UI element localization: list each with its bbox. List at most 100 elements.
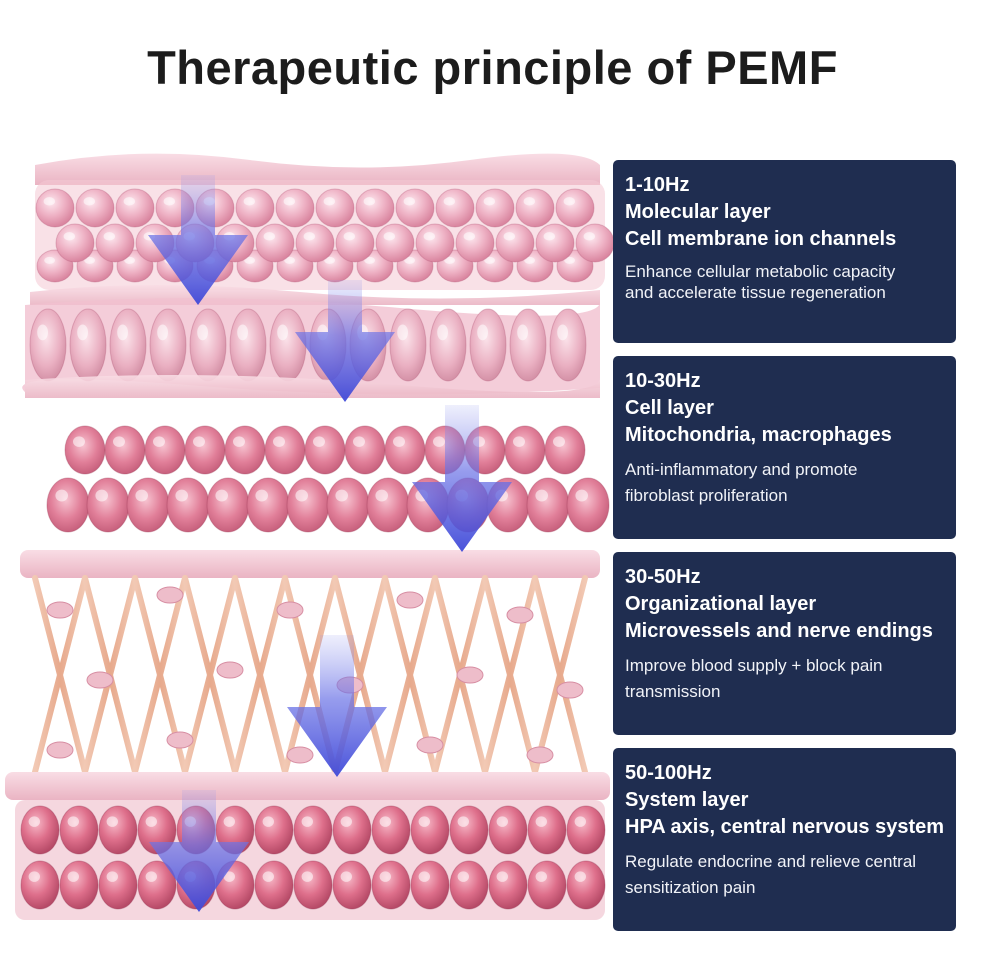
cell-sphere-icon (115, 188, 155, 228)
molecular-layer-graphic (30, 153, 615, 305)
cell-highlight (340, 871, 352, 882)
oval-cell-icon (189, 308, 227, 382)
cell-highlight (379, 816, 391, 827)
cell-highlight (463, 232, 475, 241)
cell-sphere-icon (415, 223, 455, 263)
floating-cell-icon (556, 681, 584, 699)
oval-cell-icon (549, 308, 587, 382)
cell-highlight (564, 256, 575, 264)
cell-sphere-icon (55, 223, 95, 263)
cell-sphere-icon (35, 188, 75, 228)
cell-highlight (335, 489, 349, 502)
cell-highlight (313, 436, 325, 447)
cell-sphere-icon (126, 477, 170, 533)
layer-target: Mitochondria, macrophages (625, 424, 892, 446)
cell-sphere-icon (64, 425, 106, 475)
frequency-label: 1-10Hz (625, 174, 690, 196)
fiber-strand (32, 575, 88, 775)
cell-sphere-icon (315, 188, 355, 228)
floating-cell-icon (46, 601, 74, 619)
cell-highlight (103, 232, 116, 241)
cell-sphere-icon (264, 425, 306, 475)
page-title: Therapeutic principle of PEMF (147, 41, 838, 94)
cell-sphere-icon (495, 223, 535, 263)
oval-cell-icon (509, 308, 547, 382)
cell-sphere-icon (527, 805, 567, 855)
cell-highlight (444, 256, 455, 264)
cell-highlight (83, 197, 96, 206)
cell-sphere-icon (275, 188, 315, 228)
cell-sphere-icon (488, 805, 528, 855)
layer-target: HPA axis, central nervous system (625, 816, 945, 838)
cell-highlight (574, 816, 586, 827)
cell-sphere-icon (566, 805, 606, 855)
arrow-down-icon (295, 280, 395, 402)
layer-name: Cell layer (625, 397, 714, 419)
cell-highlight (123, 197, 135, 206)
cell-sphere-icon (527, 860, 567, 910)
floating-cell-icon (216, 661, 244, 679)
cell-highlight (43, 197, 55, 206)
arrows-group (148, 175, 512, 912)
floating-cell-icon (286, 746, 314, 764)
layer-description: Regulate endocrine and relieve central s… (625, 852, 917, 897)
cell-highlight (303, 232, 315, 241)
cell-highlight (379, 871, 391, 882)
cell-sphere-icon (46, 477, 90, 533)
cell-highlight (483, 197, 495, 206)
cell-sphere-icon (504, 425, 546, 475)
cell-highlight (535, 489, 548, 502)
fiber-strand (132, 575, 188, 775)
cell-sphere-icon (526, 477, 570, 533)
cell-highlight (77, 324, 88, 341)
cell-sphere-icon (384, 425, 426, 475)
floating-cell-icon (46, 741, 74, 759)
cell-highlight (583, 232, 595, 241)
cell-sphere-icon (166, 477, 210, 533)
cell-sphere-icon (98, 805, 138, 855)
cell-sphere-icon (566, 860, 606, 910)
cell-highlight (418, 871, 430, 882)
cell-highlight (363, 197, 375, 206)
cell-sphere-icon (286, 477, 330, 533)
cell-sphere-icon (293, 860, 333, 910)
cell-highlight (262, 816, 274, 827)
cell-sphere-icon (332, 860, 372, 910)
cell-highlight (553, 436, 565, 447)
cell-highlight (243, 197, 255, 206)
cell-highlight (277, 324, 288, 341)
cell-highlight (295, 489, 309, 502)
cell-sphere-icon (254, 805, 294, 855)
cell-sphere-icon (293, 805, 333, 855)
oval-cell-icon (469, 308, 507, 382)
cell-sphere-icon (20, 860, 60, 910)
cell-sphere-icon (535, 223, 575, 263)
cell-sphere-icon (335, 223, 375, 263)
cell-highlight (403, 197, 415, 206)
cell-highlight (193, 436, 205, 447)
cell-sphere-icon (184, 425, 226, 475)
cell-highlight (124, 256, 135, 264)
cell-highlight (215, 489, 228, 502)
layer-target: Cell membrane ion channels (625, 228, 897, 250)
info-panel-organizational: 30-50Hz Organizational layer Microvessel… (613, 552, 956, 735)
oval-cell-icon (229, 308, 267, 382)
oval-cell-icon (29, 308, 67, 382)
cell-highlight (28, 871, 40, 882)
cell-highlight (523, 197, 535, 206)
cell-sphere-icon (475, 188, 515, 228)
cell-highlight (273, 436, 285, 447)
floating-cell-icon (526, 746, 554, 764)
cell-sphere-icon (410, 805, 450, 855)
floating-cell-icon (416, 736, 444, 754)
floating-cell-icon (86, 671, 114, 689)
cell-highlight (324, 256, 335, 264)
cell-highlight (543, 232, 555, 241)
cell-highlight (423, 232, 435, 241)
info-panel-molecular: 1-10Hz Molecular layer Cell membrane ion… (613, 160, 956, 343)
cell-highlight (28, 816, 40, 827)
fiber-strand (282, 575, 338, 775)
cell-highlight (67, 816, 80, 827)
cell-highlight (237, 324, 249, 341)
